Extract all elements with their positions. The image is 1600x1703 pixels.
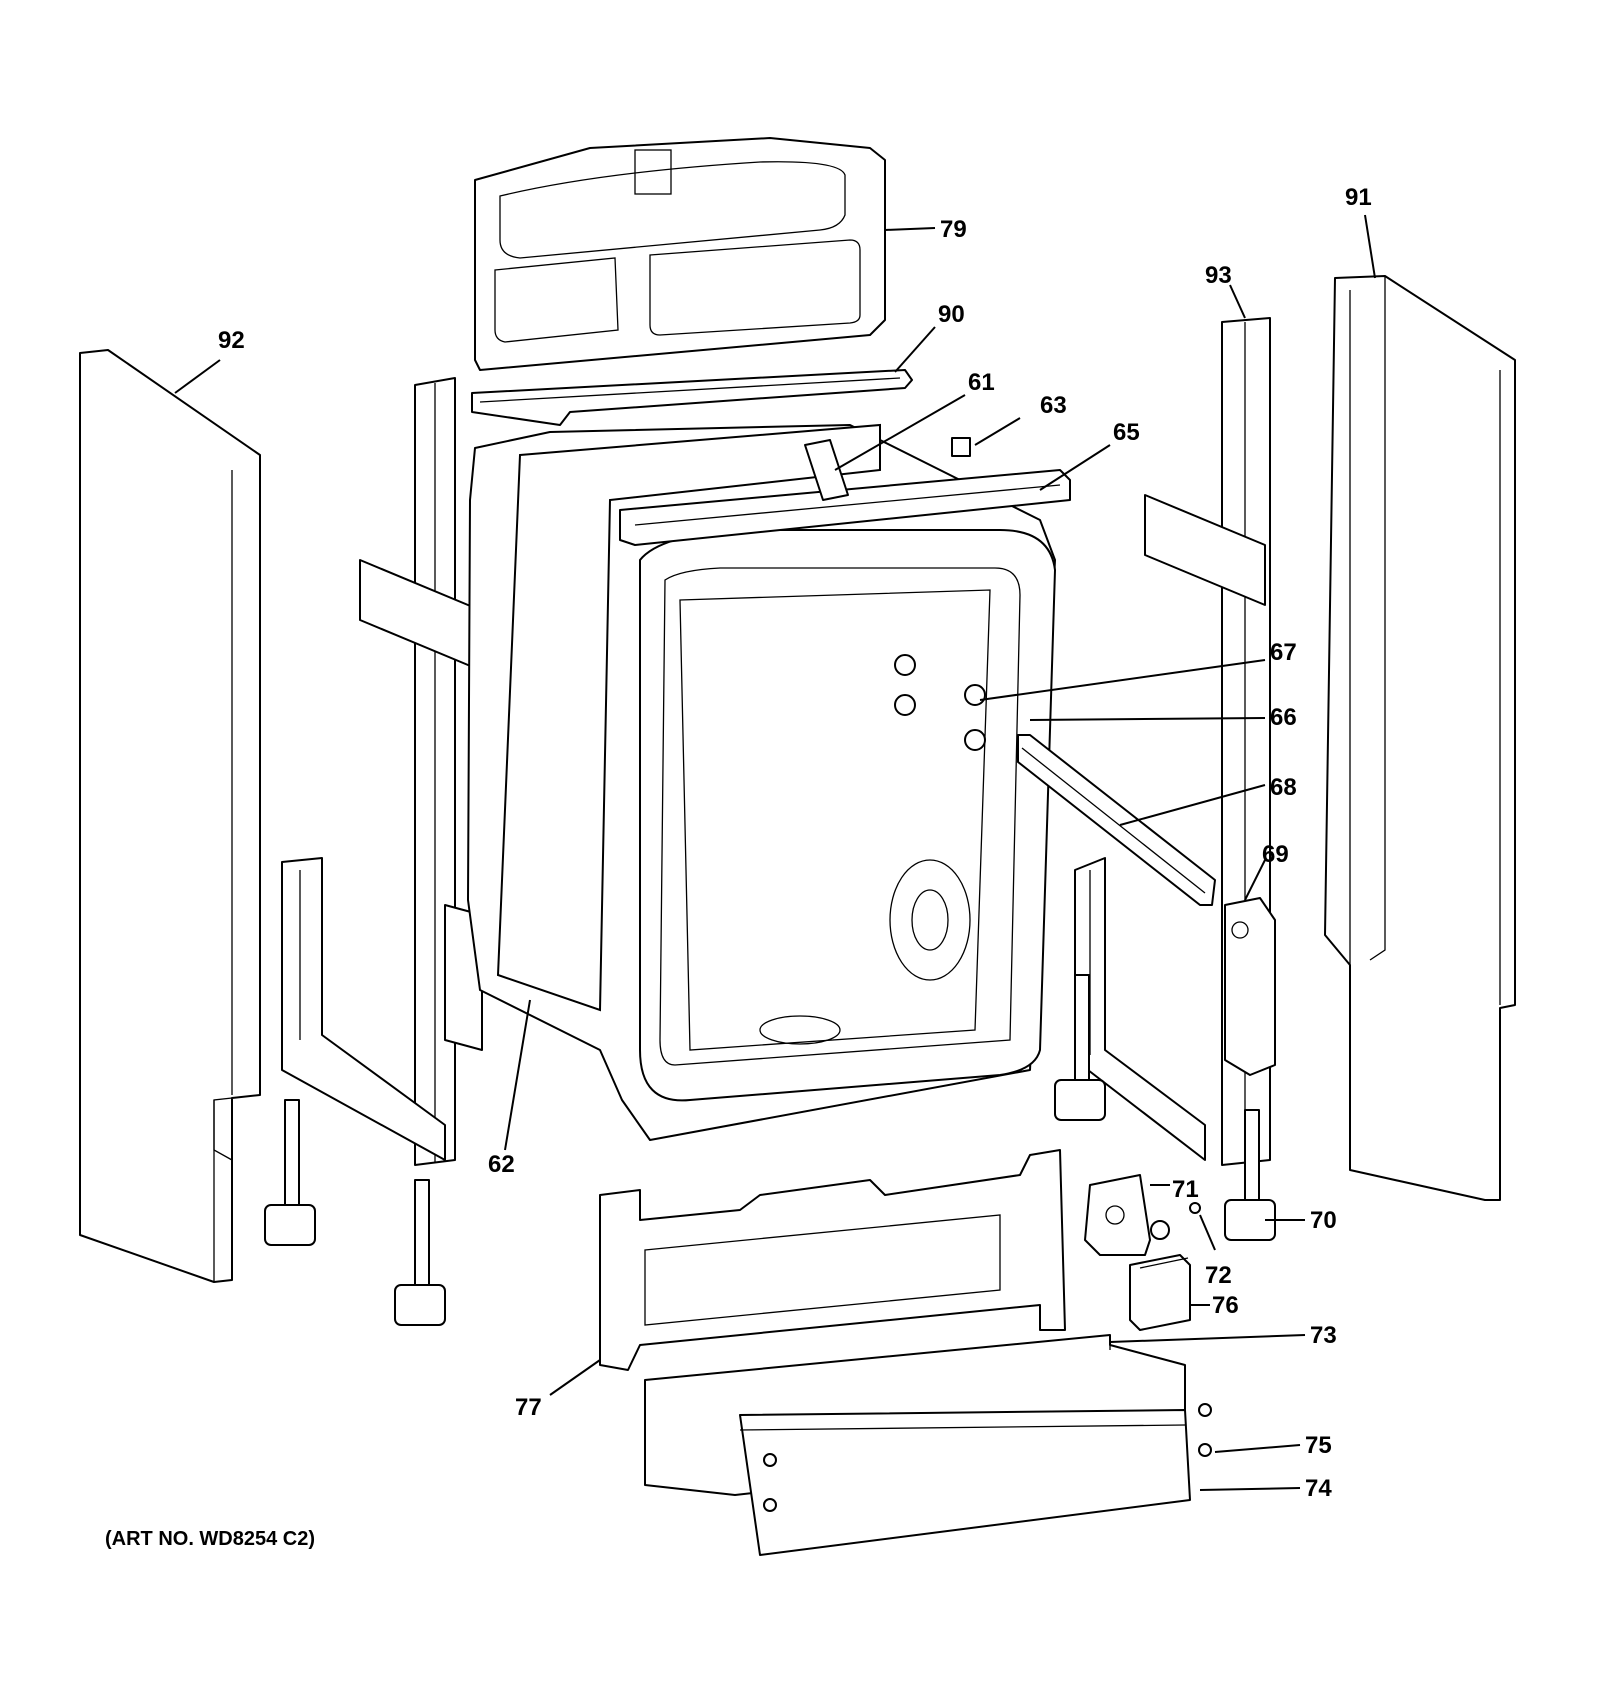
callout-71: 71: [1172, 1176, 1199, 1203]
callout-66: 66: [1270, 704, 1297, 731]
part-63-clip: [951, 437, 971, 457]
part-90-top-strip: [471, 369, 913, 426]
part-67-rollers: [894, 654, 986, 751]
leader-lines: [174, 214, 1376, 1491]
callout-69: 69: [1262, 841, 1289, 868]
leveling-legs: [264, 974, 1276, 1326]
callout-61: 61: [968, 369, 995, 396]
callout-63: 63: [1040, 392, 1067, 419]
callout-75: 75: [1305, 1432, 1332, 1459]
callout-labels: 79 90 61 63 65 67 66 68 69 70 71 72 76 7…: [105, 184, 1372, 1550]
callout-65: 65: [1113, 419, 1140, 446]
part-72-nut: [1150, 1202, 1201, 1240]
callout-74: 74: [1305, 1475, 1332, 1502]
part-69-hinge: [1224, 897, 1276, 1076]
left-bottom-bracket: [281, 857, 446, 1161]
part-61-clip: [804, 439, 849, 501]
callout-67: 67: [1270, 639, 1297, 666]
part-77-toe-frame: [599, 1149, 1066, 1371]
part-91-right-side-panel: [1324, 275, 1516, 1201]
callout-92: 92: [218, 327, 245, 354]
part-71-bracket: [1084, 1174, 1151, 1256]
callout-93: 93: [1205, 262, 1232, 289]
callout-68: 68: [1270, 774, 1297, 801]
callout-79: 79: [940, 216, 967, 243]
art-number-caption: (ART NO. WD8254 C2): [105, 1528, 315, 1550]
callout-90: 90: [938, 301, 965, 328]
part-74-kick-plate: [739, 1409, 1191, 1556]
callout-72: 72: [1205, 1262, 1232, 1289]
left-vertical-rail: [359, 377, 483, 1166]
part-68-rack-rail: [1017, 734, 1216, 906]
part-62-tub-with-insulation: [467, 423, 1056, 1141]
part-79-top-panel: [474, 137, 886, 371]
callout-62: 62: [488, 1151, 515, 1178]
callout-70: 70: [1310, 1207, 1337, 1234]
callout-77: 77: [515, 1394, 542, 1421]
part-76-junction-box: [1129, 1254, 1191, 1331]
callout-91: 91: [1345, 184, 1372, 211]
callout-76: 76: [1212, 1292, 1239, 1319]
part-75-screws: [763, 1403, 1212, 1512]
callout-73: 73: [1310, 1322, 1337, 1349]
part-65-top-rail: [619, 469, 1071, 546]
part-92-left-side-panel: [79, 349, 261, 1283]
